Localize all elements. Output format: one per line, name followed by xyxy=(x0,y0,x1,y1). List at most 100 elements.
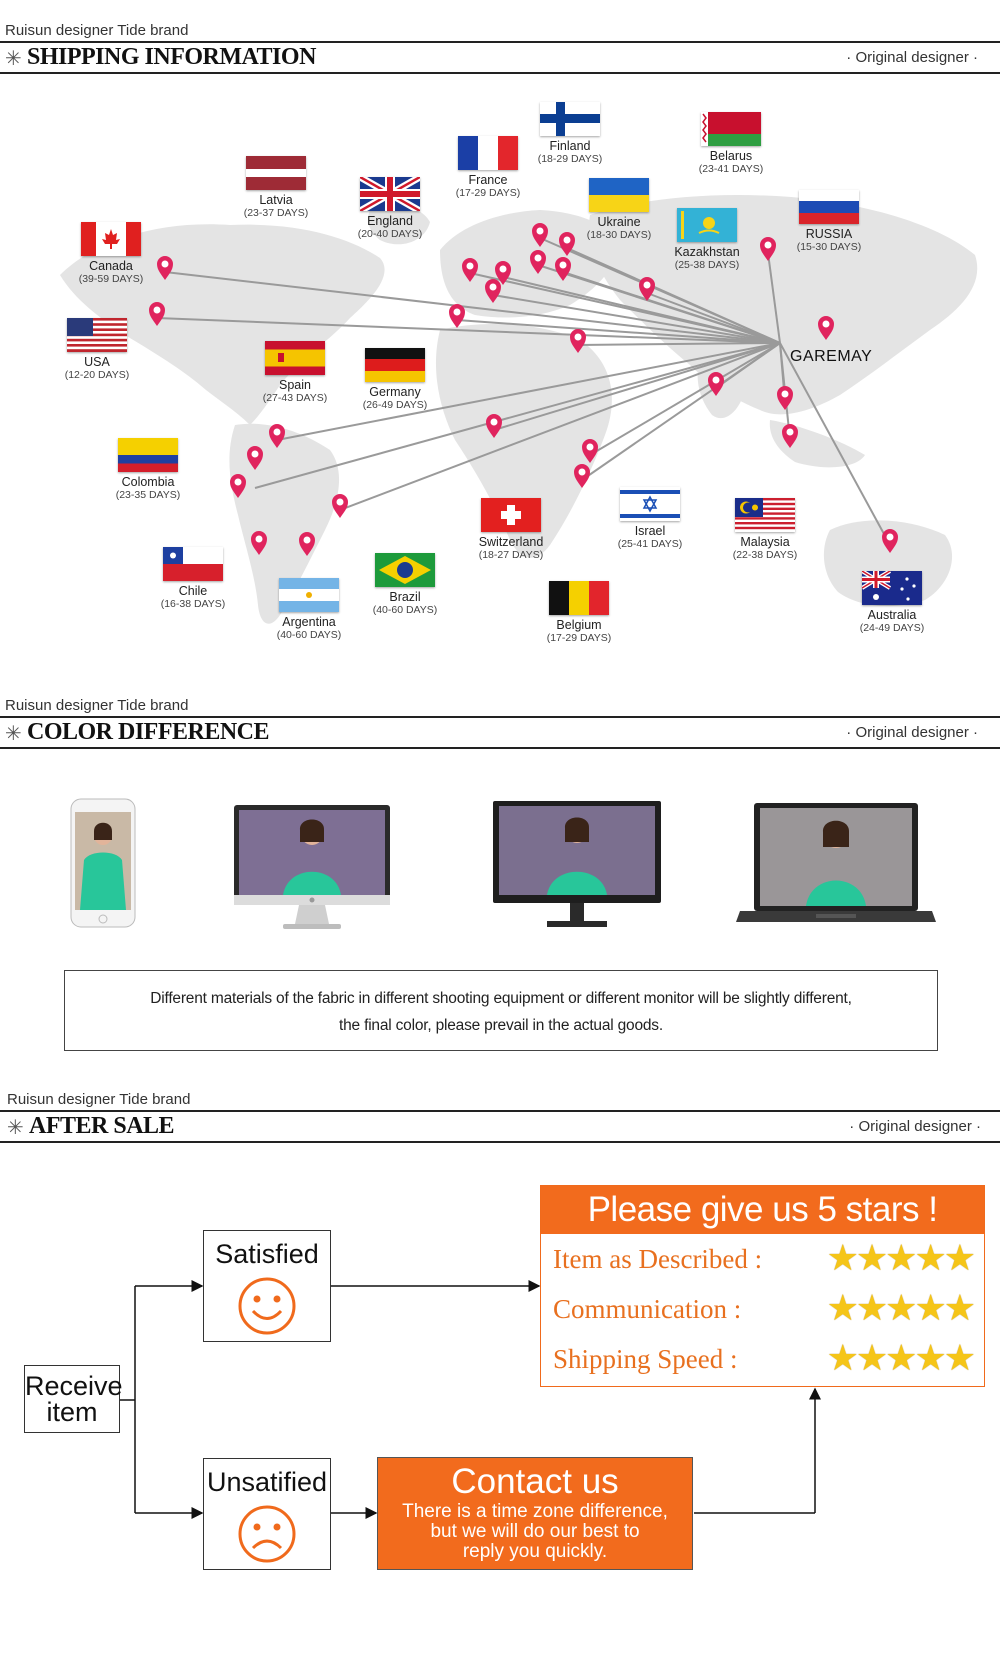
country-england: England(20-40 DAYS) xyxy=(330,177,450,241)
satisfied-box: Satisfied xyxy=(203,1230,331,1342)
kazakhstan-flag-icon xyxy=(677,208,737,242)
shipping-section-header: Ruisun designer Tide brand ✳ SHIPPING IN… xyxy=(0,22,1000,84)
route-line xyxy=(589,342,781,456)
switzerland-flag-icon xyxy=(481,498,541,532)
chile-flag-icon xyxy=(163,547,223,581)
location-pin-icon xyxy=(299,532,315,556)
delivery-days: (17-29 DAYS) xyxy=(546,632,612,644)
location-pin-icon xyxy=(708,372,724,396)
asterisk-icon: ✳ xyxy=(5,721,22,745)
location-pin-icon xyxy=(639,277,655,301)
route-line xyxy=(493,342,781,431)
location-pins xyxy=(149,223,898,556)
unsatisfied-label: Unsatified xyxy=(206,1467,328,1497)
rating-panel-title: Please give us 5 stars ! xyxy=(541,1186,984,1234)
delivery-days: (17-29 DAYS) xyxy=(455,187,521,199)
country-name: Ukraine xyxy=(597,215,641,229)
spain-flag-icon xyxy=(265,341,325,375)
country-france: France(17-29 DAYS) xyxy=(428,136,548,200)
location-pin-icon xyxy=(247,446,263,470)
route-line xyxy=(502,276,781,344)
ukraine-flag-icon xyxy=(589,178,649,212)
colombia-flag-icon xyxy=(118,438,178,472)
color-section-header: Ruisun designer Tide brand ✳ COLOR DIFFE… xyxy=(0,697,1000,759)
laptop-device-image xyxy=(736,803,936,922)
asterisk-icon: ✳ xyxy=(5,46,22,70)
asterisk-icon: ✳ xyxy=(7,1115,24,1139)
country-germany: Germany(26-49 DAYS) xyxy=(335,348,455,412)
delivery-days: (18-29 DAYS) xyxy=(537,153,603,165)
satisfied-label: Satisfied xyxy=(215,1239,319,1269)
delivery-days: (15-30 DAYS) xyxy=(796,241,862,253)
country-name: Spain xyxy=(279,378,311,392)
location-pin-icon xyxy=(149,302,165,326)
contact-us-text: but we will do our best to xyxy=(430,1521,640,1542)
rating-label: Communication : xyxy=(553,1294,742,1324)
australia-flag-icon xyxy=(862,571,922,605)
country-name: Canada xyxy=(89,259,133,273)
location-pin-icon xyxy=(760,237,776,261)
country-brazil: Brazil(40-60 DAYS) xyxy=(345,553,465,617)
belgium-flag-icon xyxy=(549,581,609,615)
delivery-days: (40-60 DAYS) xyxy=(372,604,438,616)
location-pin-icon xyxy=(230,474,246,498)
country-chile: Chile(16-38 DAYS) xyxy=(133,547,253,611)
contact-us-box[interactable]: Contact us There is a time zone differen… xyxy=(377,1457,693,1570)
germany-flag-icon xyxy=(365,348,425,382)
country-israel: Israel(25-41 DAYS) xyxy=(590,487,710,551)
delivery-days: (40-60 DAYS) xyxy=(276,629,342,641)
usa-flag-icon xyxy=(67,318,127,352)
location-pin-icon xyxy=(486,414,502,438)
location-pin-icon xyxy=(882,529,898,553)
country-switzerland: Switzerland(18-27 DAYS) xyxy=(451,498,571,562)
imac-device-image xyxy=(234,805,390,929)
country-canada: Canada(39-59 DAYS) xyxy=(51,222,171,286)
country-name: RUSSIA xyxy=(805,227,853,241)
phone-device-image xyxy=(70,798,136,928)
country-name: Belarus xyxy=(709,149,753,163)
world-map xyxy=(60,195,978,624)
five-star-rating-icon[interactable]: ★★★★★ xyxy=(826,1338,976,1379)
location-pin-icon xyxy=(555,257,571,281)
delivery-days: (26-49 DAYS) xyxy=(362,399,428,411)
rating-label: Item as Described : xyxy=(553,1244,763,1274)
delivery-days: (23-37 DAYS) xyxy=(243,207,309,219)
country-australia: Australia(24-49 DAYS) xyxy=(832,571,952,635)
location-pin-icon xyxy=(251,531,267,555)
color-note-line: the final color, please prevail in the a… xyxy=(339,1017,663,1034)
receive-item-label: Receive xyxy=(25,1371,123,1401)
country-name: Brazil xyxy=(389,590,421,604)
country-name: Colombia xyxy=(121,475,175,489)
section-tagline: · Original designer · xyxy=(846,49,978,66)
sad-face-icon xyxy=(238,1505,296,1563)
country-name: England xyxy=(367,214,413,228)
finland-flag-icon xyxy=(540,102,600,136)
world-map-landmass xyxy=(60,195,978,624)
route-line xyxy=(577,342,781,346)
country-name: Germany xyxy=(369,385,421,399)
five-star-rating-icon[interactable]: ★★★★★ xyxy=(826,1238,976,1279)
rating-row: Shipping Speed :★★★★★ xyxy=(553,1338,976,1379)
section-title: SHIPPING INFORMATION xyxy=(27,44,316,70)
country-name: USA xyxy=(84,355,110,369)
country-name: Chile xyxy=(178,584,208,598)
section-title-bar: ✳ AFTER SALE · Original designer · xyxy=(0,1110,1000,1143)
country-name: France xyxy=(468,173,508,187)
route-line xyxy=(767,252,781,344)
section-tagline: · Original designer · xyxy=(849,1118,981,1135)
location-pin-icon xyxy=(582,439,598,463)
country-spain: Spain(27-43 DAYS) xyxy=(235,341,355,405)
unsatisfied-box: Unsatified xyxy=(203,1458,331,1570)
receive-item-label: item xyxy=(46,1397,98,1427)
russia-flag-icon xyxy=(799,190,859,224)
five-star-rating-icon[interactable]: ★★★★★ xyxy=(826,1288,976,1329)
location-pin-icon xyxy=(495,261,511,285)
delivery-days: (25-38 DAYS) xyxy=(674,259,740,271)
location-pin-icon xyxy=(570,329,586,353)
country-name: Kazakhstan xyxy=(674,245,740,259)
argentina-flag-icon xyxy=(279,578,339,612)
route-line xyxy=(164,271,781,344)
country-kazakhstan: Kazakhstan(25-38 DAYS) xyxy=(647,208,767,272)
section-title-bar: ✳ COLOR DIFFERENCE · Original designer · xyxy=(0,716,1000,749)
contact-us-text: There is a time zone difference, xyxy=(402,1501,668,1522)
